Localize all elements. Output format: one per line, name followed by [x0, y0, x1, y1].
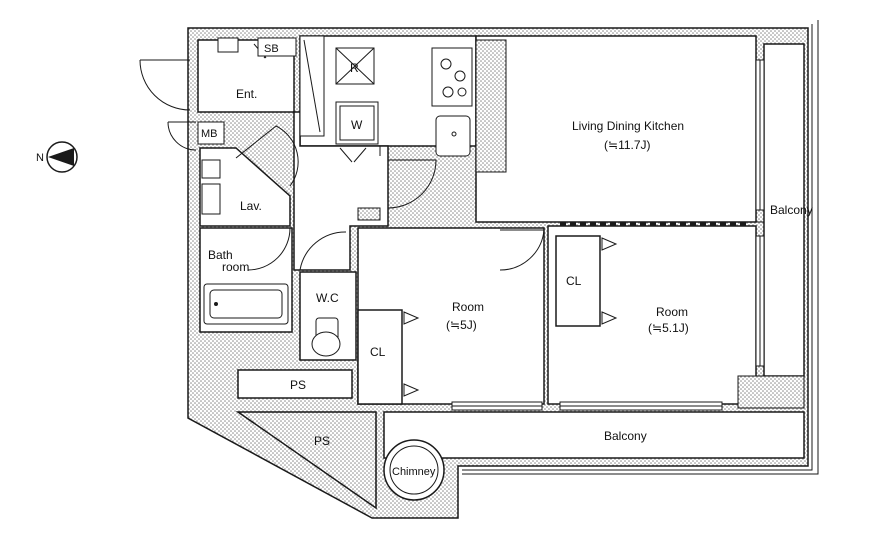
label-compass: N: [36, 152, 44, 164]
closet-right-area: [555, 235, 601, 327]
compass-icon: [46, 141, 78, 173]
closet-left-area: [357, 309, 403, 405]
label-wc: W.C: [316, 291, 339, 305]
label-sb: SB: [264, 43, 279, 55]
label-balcony-side: Balcony: [770, 203, 813, 217]
windows: [451, 59, 765, 411]
doors: [139, 43, 545, 271]
balcony-rails: [462, 20, 819, 475]
side-balcony-area: [763, 43, 805, 377]
label-room2-size: (≒5.1J): [648, 321, 689, 335]
meter-box: [197, 121, 225, 145]
bottom-balcony-area: [383, 411, 805, 459]
label-bath-line2: room: [222, 260, 249, 274]
toilet: [311, 317, 341, 357]
interior-spaces: [197, 35, 805, 459]
label-cl-left: CL: [370, 345, 386, 359]
ps-lower-area: [235, 411, 377, 510]
room-labels: SB Ent. MB Lav. Bath room W.C PS PS CL C…: [36, 43, 813, 478]
lav-sink: [201, 183, 221, 215]
label-bath-line1: Bath: [208, 248, 233, 262]
label-lavatory: Lav.: [240, 199, 262, 213]
label-refrigerator: R: [350, 61, 359, 75]
label-washer: W: [351, 118, 363, 132]
label-entrance: Ent.: [236, 87, 257, 101]
ps-upper-area: [237, 369, 353, 399]
label-chimney: Chimney: [392, 466, 436, 478]
label-ldk-name: Living Dining Kitchen: [572, 119, 684, 133]
label-ldk-size: (≒11.7J): [604, 138, 651, 152]
label-balcony-bottom: Balcony: [604, 429, 647, 443]
stove: [431, 47, 473, 107]
fixtures: [197, 35, 507, 357]
shoe-box: [257, 37, 297, 57]
label-ps-lower: PS: [314, 434, 330, 448]
label-ps-upper: PS: [290, 378, 306, 392]
label-room1-name: Room: [452, 300, 484, 314]
label-cl-right: CL: [566, 274, 582, 288]
lavatory-area: [199, 147, 291, 227]
chimney: [383, 439, 445, 501]
label-mb: MB: [201, 128, 218, 140]
label-room1-size: (≒5J): [446, 318, 477, 332]
ldk-area: [475, 35, 757, 223]
closet-doors: [403, 237, 618, 397]
label-room2-name: Room: [656, 305, 688, 319]
